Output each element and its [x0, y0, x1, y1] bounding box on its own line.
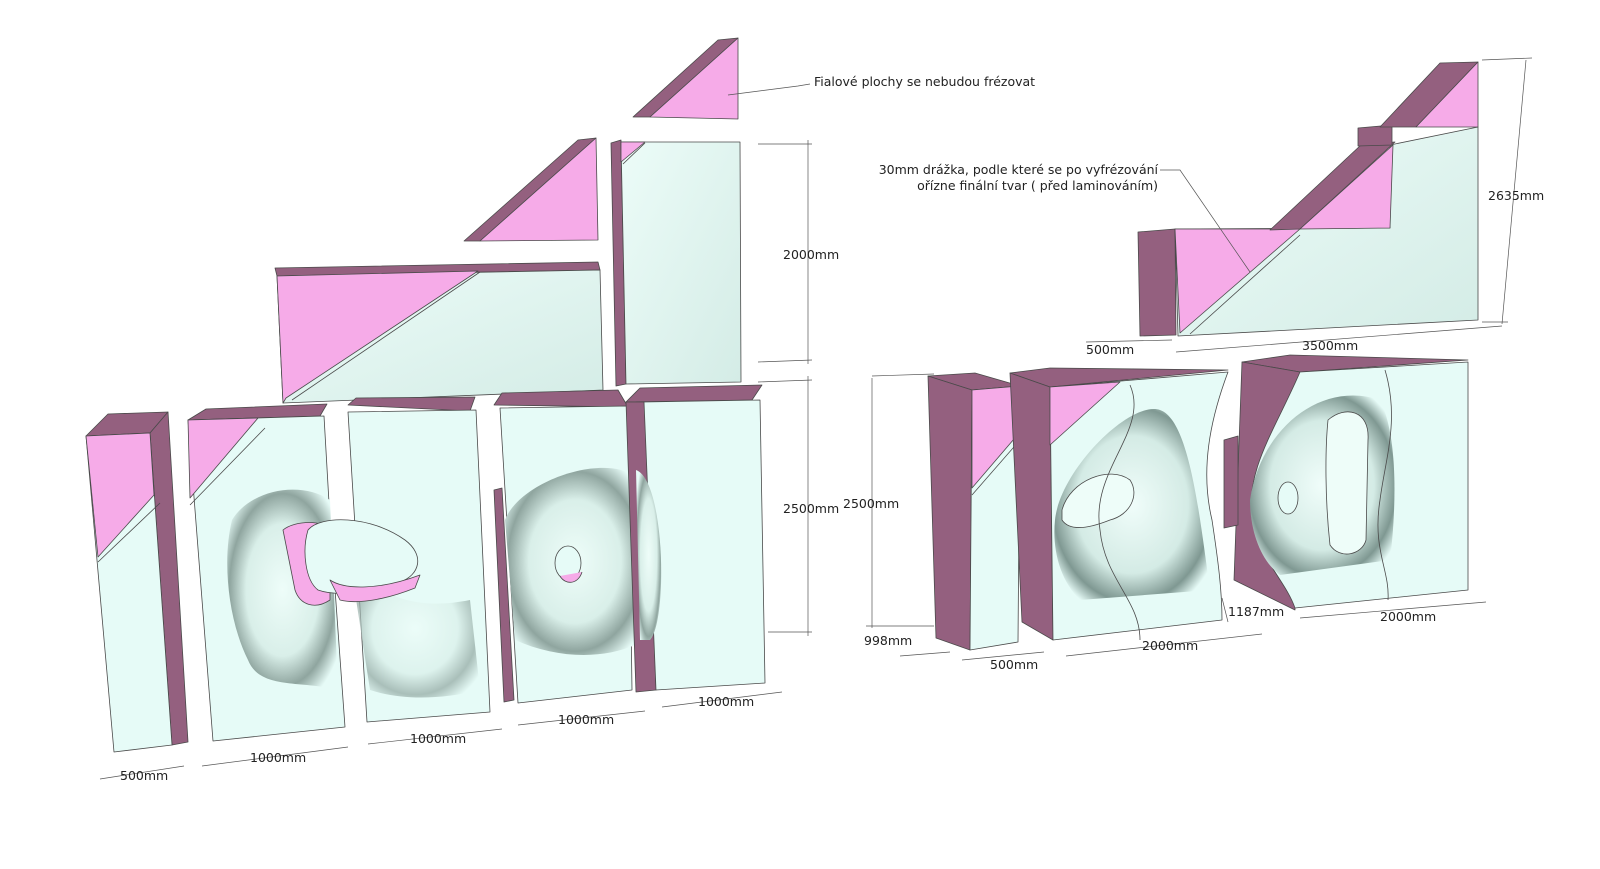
right-block-500	[927, 372, 1021, 651]
leader-lines	[727, 83, 1251, 273]
left-top-small-triangle	[632, 37, 739, 120]
left-upper-wide-block	[274, 261, 604, 404]
left-block-1000-c	[493, 389, 645, 704]
left-block-1000-b	[304, 396, 491, 723]
left-dimension-lines	[99, 140, 813, 780]
dim-width-2000-a: 2000mm	[1142, 638, 1198, 653]
dim-width-500-top: 500mm	[1086, 342, 1134, 357]
dim-width-2000-b: 2000mm	[1380, 609, 1436, 624]
right-top-block	[1137, 61, 1479, 337]
right-block-2000-b	[1223, 354, 1469, 611]
dim-width-3500: 3500mm	[1302, 338, 1358, 353]
left-mid-triangle	[463, 137, 599, 242]
dim-width-1000-c: 1000mm	[558, 712, 614, 727]
dim-height-2000: 2000mm	[783, 247, 839, 262]
dim-width-1000-d: 1000mm	[698, 694, 754, 709]
left-block-1000-d	[625, 384, 766, 693]
dim-width-1000-a: 1000mm	[250, 750, 306, 765]
left-block-500	[85, 411, 189, 753]
dim-1187: 1187mm	[1228, 604, 1284, 619]
dim-width-500-right: 500mm	[990, 657, 1038, 672]
groove-note-line1: 30mm drážka, podle které se po vyfrézová…	[879, 162, 1159, 177]
left-top-tall-block	[610, 139, 742, 387]
dim-height-2635: 2635mm	[1488, 188, 1544, 203]
right-dimension-lines	[866, 57, 1533, 661]
purple-surface-note: Fialové plochy se nebudou frézovat	[814, 74, 1035, 89]
dim-height-2500-right: 2500mm	[843, 496, 899, 511]
dim-width-500-left: 500mm	[120, 768, 168, 783]
dim-height-2500-left: 2500mm	[783, 501, 839, 516]
right-assembly	[866, 57, 1533, 661]
left-assembly	[85, 37, 813, 780]
right-block-2000-a	[1009, 367, 1229, 641]
dim-width-1000-b: 1000mm	[410, 731, 466, 746]
dim-depth-998: 998mm	[864, 633, 912, 648]
groove-note-line2: ořízne finální tvar ( před laminováním)	[917, 178, 1158, 193]
